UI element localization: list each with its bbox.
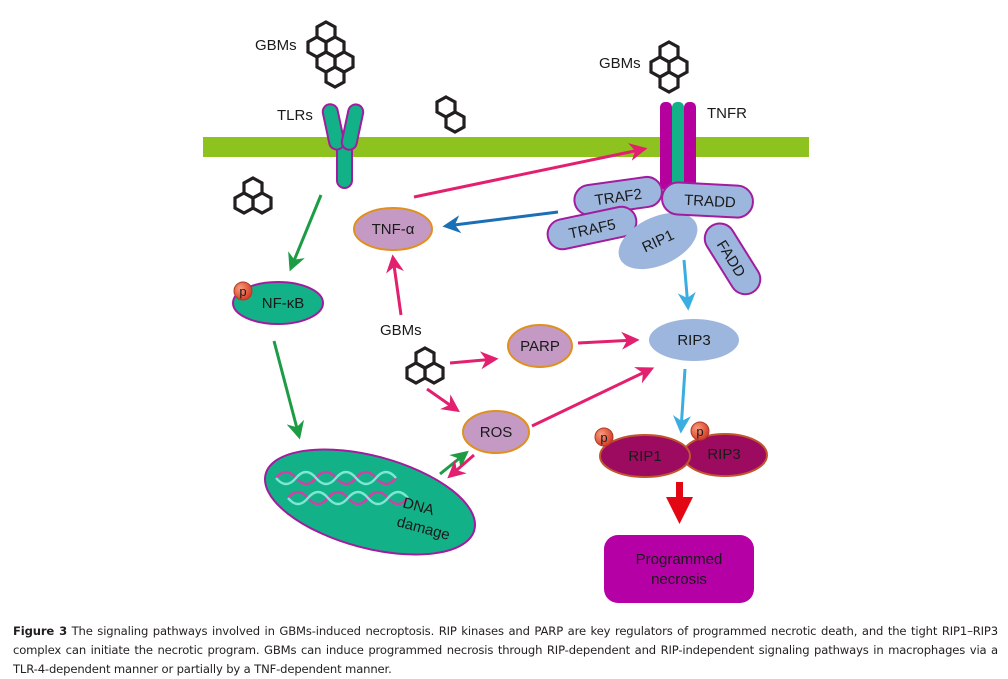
- svg-text:TRADD: TRADD: [684, 192, 737, 212]
- arrow-nfkb-to-dna: [272, 340, 305, 440]
- tlrs-label: TLRs: [277, 107, 313, 124]
- complex-rip3-label: RIP3: [707, 446, 740, 463]
- traf5-node: TRAF5: [546, 205, 638, 251]
- gbms-label-top-right: GBMs: [599, 55, 641, 72]
- arrow-gbms-to-parp: [449, 351, 499, 370]
- fadd-node: FADD: [703, 222, 762, 296]
- svg-text:PARP: PARP: [520, 338, 560, 355]
- dna-helix-icon: [275, 470, 409, 506]
- svg-text:ROS: ROS: [480, 424, 513, 441]
- arrow-rip3-to-complex: [672, 368, 691, 434]
- arrow-ros-to-dna: [447, 453, 475, 479]
- arrow-gbms-to-tnf: [386, 254, 404, 316]
- gbm-molecule-mid-icon: [435, 95, 466, 134]
- arrow-ros-to-rip3: [531, 367, 655, 428]
- svg-text:p: p: [600, 430, 607, 445]
- svg-text:p: p: [239, 284, 246, 299]
- necroptosis-pathway-diagram: GBMs GBMs GBMs TLRs TNFR TRAF2 TRAF5 FAD…: [203, 20, 809, 603]
- gbm-molecule-left-icon: [233, 176, 273, 215]
- arrow-rip1-to-rip3: [677, 259, 696, 311]
- svg-text:Programmed: Programmed: [636, 551, 723, 568]
- phospho-rip3-icon: [690, 421, 710, 441]
- svg-text:NF-κB: NF-κB: [262, 295, 305, 312]
- rip3-node: RIP3: [649, 319, 739, 361]
- complex-rip1-label: RIP1: [628, 448, 661, 465]
- cell-membrane: [203, 137, 809, 157]
- arrow-traf-to-tnf: [442, 210, 559, 234]
- rip1-rip3-complex: RIP1 RIP3 p p: [594, 421, 768, 478]
- arrow-complex-to-necrosis: [666, 482, 693, 524]
- arrow-gbms-to-ros: [426, 387, 460, 413]
- phospho-rip1-icon: [594, 427, 614, 447]
- rip1-adaptor-node: RIP1: [618, 212, 698, 270]
- arrow-tnf-to-tnfr: [413, 143, 648, 199]
- gbm-molecule-center-icon: [405, 346, 445, 385]
- svg-text:RIP3: RIP3: [677, 332, 710, 349]
- tradd-node: TRADD: [661, 181, 754, 219]
- tnf-alpha-node: TNF-α: [353, 207, 433, 251]
- gbms-label-center: GBMs: [380, 322, 422, 339]
- figure-caption-label: Figure 3: [13, 624, 67, 638]
- programmed-necrosis-node: Programmed necrosis: [604, 535, 754, 603]
- tlr-receptor: [321, 103, 365, 189]
- svg-text:TRAF2: TRAF2: [594, 186, 643, 209]
- svg-text:TNF-α: TNF-α: [372, 221, 415, 238]
- tnfr-label: TNFR: [707, 105, 747, 122]
- tnfr-receptor: [660, 102, 696, 190]
- traf2-node: TRAF2: [573, 175, 663, 217]
- phospho-nfkb-icon: [233, 281, 253, 301]
- arrow-parp-to-rip3: [577, 331, 640, 350]
- ros-node: ROS: [462, 410, 530, 454]
- parp-node: PARP: [507, 324, 573, 368]
- figure-caption: Figure 3 The signaling pathways involved…: [13, 622, 998, 679]
- dna-damage-node: DNA damage: [264, 448, 476, 556]
- arrow-tlr-to-nfkb: [288, 194, 323, 272]
- nf-kb-node: NF-κB p: [232, 281, 324, 325]
- svg-text:necrosis: necrosis: [651, 571, 707, 588]
- gbm-molecule-top-left-icon: [306, 20, 355, 89]
- svg-text:p: p: [696, 424, 703, 439]
- gbm-molecule-top-right-icon: [649, 40, 689, 94]
- gbms-label-top-left: GBMs: [255, 37, 297, 54]
- figure-caption-text: The signaling pathways involved in GBMs-…: [13, 624, 998, 676]
